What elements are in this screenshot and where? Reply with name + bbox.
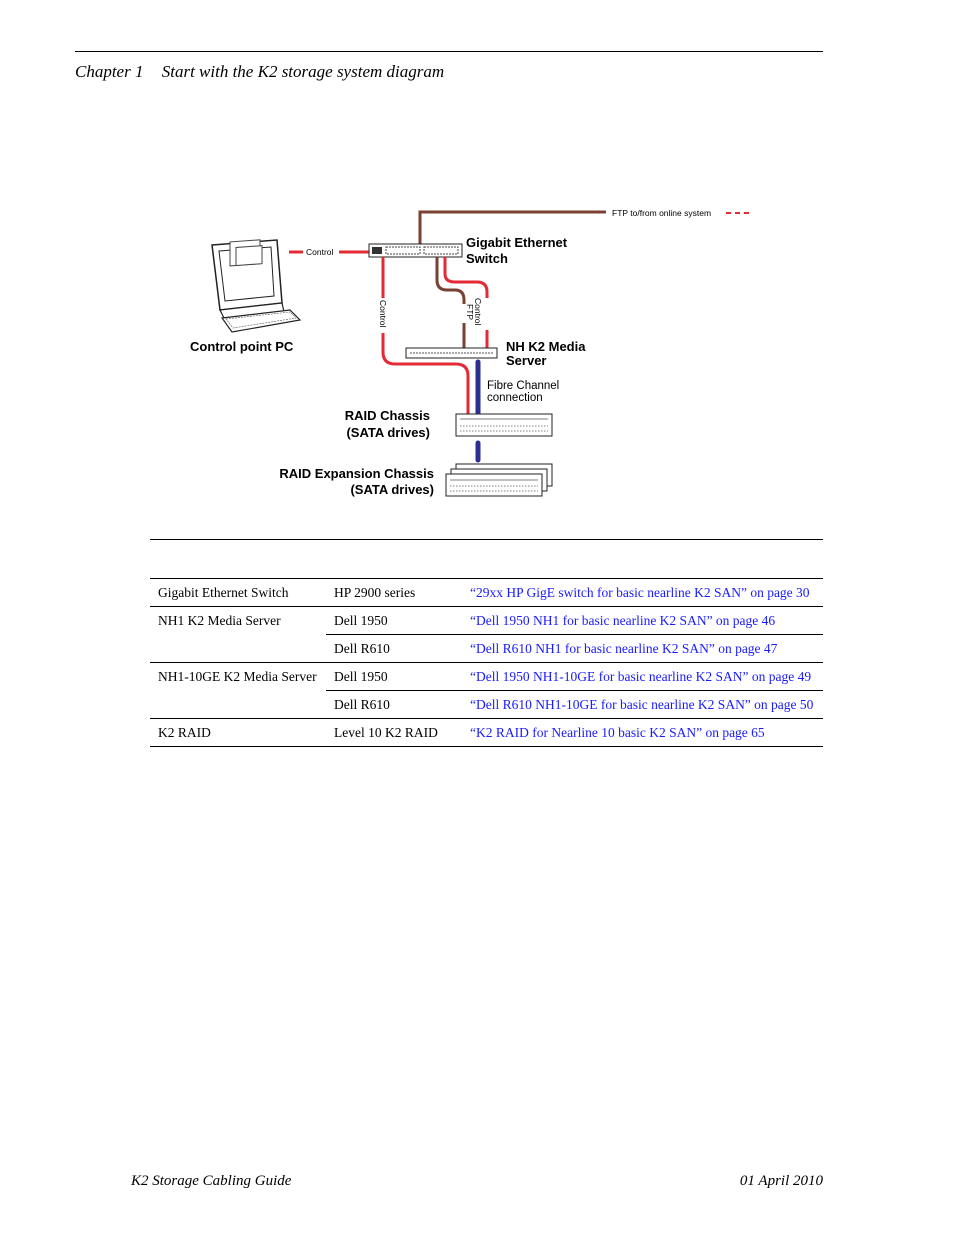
- component-cell: [150, 635, 326, 663]
- model-cell: Dell 1950: [326, 662, 462, 691]
- server-label-1: NH K2 Media: [506, 339, 586, 354]
- raid-label-1: RAID Chassis: [345, 408, 430, 423]
- fc-label-1: Fibre Channel: [487, 380, 559, 392]
- reference-link[interactable]: “Dell 1950 NH1-10GE for basic nearline K…: [470, 669, 812, 684]
- component-cell: NH1-10GE K2 Media Server: [150, 662, 326, 691]
- ftp-vertical-label: FTP: [465, 304, 475, 320]
- exp-label-1: RAID Expansion Chassis: [279, 466, 434, 481]
- control-vertical-label: Control: [378, 300, 388, 328]
- raid-expansion-chassis: [445, 463, 553, 497]
- reference-link[interactable]: “K2 RAID for Nearline 10 basic K2 SAN” o…: [470, 725, 765, 740]
- reference-link[interactable]: “29xx HP GigE switch for basic nearline …: [470, 585, 810, 600]
- ftp-cable-server: [435, 257, 466, 304]
- model-cell: Dell 1950: [326, 606, 462, 635]
- component-cell: K2 RAID: [150, 718, 326, 747]
- header-rule: [75, 51, 823, 52]
- reference-link[interactable]: “Dell R610 NH1 for basic nearline K2 SAN…: [470, 641, 778, 656]
- model-cell: HP 2900 series: [326, 578, 462, 607]
- table-row: Gigabit Ethernet Switch HP 2900 series “…: [150, 578, 823, 607]
- table-row: NH1-10GE K2 Media Server Dell 1950 “Dell…: [150, 662, 823, 691]
- control-vertical-label-2: Control: [473, 298, 483, 326]
- table-row: K2 RAID Level 10 K2 RAID “K2 RAID for Ne…: [150, 718, 823, 747]
- control-cable-raid-2: [381, 333, 470, 420]
- model-cell: Dell R610: [326, 634, 462, 663]
- k2-system-diagram: FTP to/from online system Control Gigabi…: [190, 208, 750, 497]
- ftp-online-label: FTP to/from online system: [612, 208, 711, 218]
- reference-link[interactable]: “Dell 1950 NH1 for basic nearline K2 SAN…: [470, 613, 776, 628]
- raid-chassis: [455, 413, 553, 437]
- page-header: Chapter 1 Start with the K2 storage syst…: [75, 62, 444, 82]
- model-cell: Level 10 K2 RAID: [326, 718, 462, 747]
- pc-label: Control point PC: [190, 339, 294, 354]
- table-row: NH1 K2 Media Server Dell 1950 “Dell 1950…: [150, 606, 823, 635]
- chapter-number: Chapter 1: [75, 62, 144, 81]
- fc-label-2: connection: [487, 392, 543, 404]
- component-cell: [150, 691, 326, 719]
- control-cable-server: [443, 257, 489, 298]
- switch-label-2: Switch: [466, 251, 508, 266]
- server-label-2: Server: [506, 353, 546, 368]
- table-row: Dell R610 “Dell R610 NH1-10GE for basic …: [150, 690, 823, 719]
- nh-k2-media-server: [405, 347, 498, 359]
- reference-link[interactable]: “Dell R610 NH1-10GE for basic nearline K…: [470, 697, 814, 712]
- gigabit-switch: [368, 243, 463, 258]
- component-cell: Gigabit Ethernet Switch: [150, 578, 326, 607]
- footer-date: 01 April 2010: [739, 1173, 823, 1189]
- control-left-label: Control: [306, 247, 334, 257]
- table-row: Dell R610 “Dell R610 NH1 for basic nearl…: [150, 634, 823, 663]
- ftp-online-cable: [418, 210, 606, 247]
- footer-guide-title: K2 Storage Cabling Guide: [131, 1173, 292, 1189]
- exp-label-2: (SATA drives): [350, 482, 434, 497]
- chapter-title: Start with the K2 storage system diagram: [161, 62, 445, 81]
- diagram-bottom-rule: [150, 539, 823, 540]
- model-cell: Dell R610: [326, 690, 462, 719]
- raid-label-2: (SATA drives): [346, 425, 430, 440]
- control-point-pc: [211, 239, 302, 333]
- component-cell: NH1 K2 Media Server: [150, 606, 326, 635]
- component-table: Gigabit Ethernet Switch HP 2900 series “…: [150, 578, 823, 747]
- switch-label-1: Gigabit Ethernet: [466, 235, 568, 250]
